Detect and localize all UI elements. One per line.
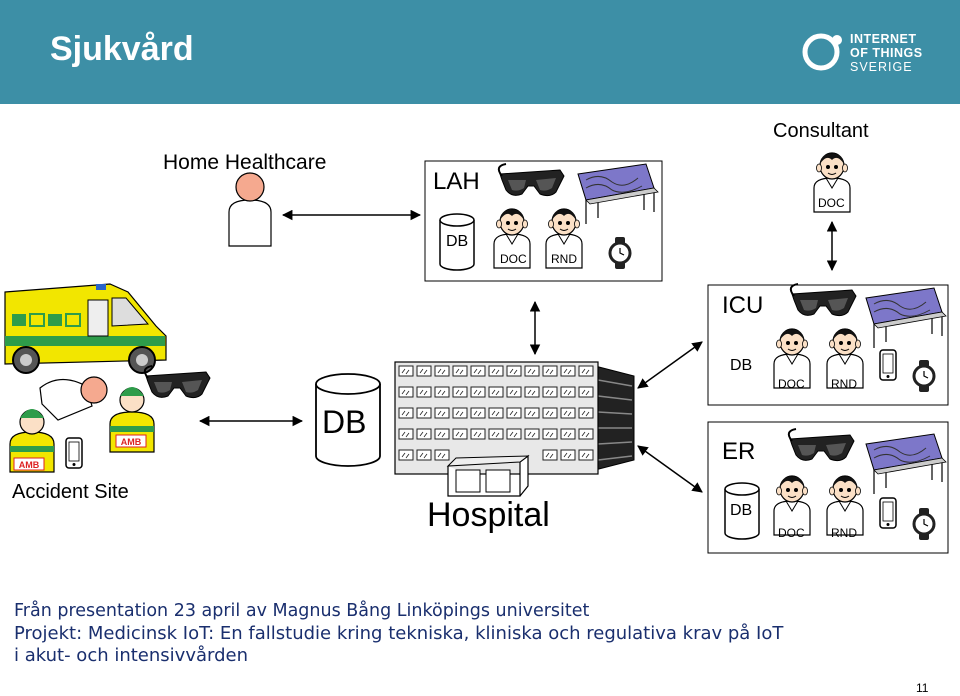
- consultant-label: Consultant: [773, 120, 869, 142]
- hospital-window: [560, 365, 576, 377]
- hospital-window: [488, 407, 504, 419]
- hospital-window: [398, 407, 414, 419]
- er-doc-tag: DOC: [778, 526, 805, 540]
- footer-line-2: Projekt: Medicinsk IoT: En fallstudie kr…: [14, 622, 784, 644]
- hospital-window: [452, 365, 468, 377]
- er-title: ER: [722, 438, 756, 465]
- hospital-window: [470, 386, 486, 398]
- hospital-window: [416, 407, 432, 419]
- hospital-window: [416, 386, 432, 398]
- hospital-window: [560, 449, 576, 461]
- hospital-window: [578, 449, 594, 461]
- icu-phone-icon: [879, 349, 897, 381]
- hospital-window: [398, 449, 414, 461]
- hospital-window: [434, 428, 450, 440]
- hospital-window: [524, 365, 540, 377]
- hospital-window: [488, 365, 504, 377]
- hospital-window: [524, 407, 540, 419]
- consultant-doc-tag: DOC: [818, 196, 845, 210]
- er-rnd-tag: RND: [831, 526, 857, 540]
- slide-header: Sjukvård INTERNET OF THINGS SVERIGE: [0, 0, 960, 104]
- lah-doc-tag: DOC: [500, 252, 527, 266]
- er-db-label: DB: [730, 502, 753, 519]
- hospital-window: [398, 428, 414, 440]
- icu-db-label: DB: [730, 357, 753, 374]
- arrow-hospital-icu: [637, 341, 703, 389]
- lah-title: LAH: [433, 168, 480, 195]
- hospital-window: [506, 407, 522, 419]
- logo-line-1: INTERNET: [850, 32, 917, 46]
- central-db-label: DB: [322, 404, 367, 440]
- home-patient-figure: [228, 172, 272, 247]
- icu-doc-tag: DOC: [778, 377, 805, 391]
- icu-rnd-tag: RND: [831, 377, 857, 391]
- lah-rnd-tag: RND: [551, 252, 577, 266]
- hospital-window: [578, 407, 594, 419]
- paramedic-1-figure: AMB: [9, 409, 55, 473]
- hospital-window: [488, 386, 504, 398]
- hospital-window: [542, 365, 558, 377]
- hospital-window: [524, 386, 540, 398]
- injured-patient-figure: [39, 376, 108, 421]
- slide-footer: Från presentation 23 april av Magnus Bån…: [14, 600, 954, 668]
- iot-sverige-logo: INTERNET OF THINGS SVERIGE: [800, 29, 950, 75]
- hospital-label: Hospital: [427, 496, 550, 534]
- hospital-window: [398, 365, 414, 377]
- icu-title: ICU: [722, 292, 764, 319]
- hospital-window: [542, 449, 558, 461]
- central-db-icon: [315, 373, 381, 467]
- healthcare-diagram: AMB AMB: [0, 104, 960, 574]
- logo-ring-icon: [802, 33, 842, 71]
- hospital-window: [524, 428, 540, 440]
- hospital-window: [416, 428, 432, 440]
- accident-smart-glasses-icon: [143, 365, 211, 399]
- hospital-window: [578, 365, 594, 377]
- footer-line-3: i akut- och intensivvården: [14, 645, 248, 666]
- amb-label-2: AMB: [121, 437, 142, 447]
- hospital-window: [506, 386, 522, 398]
- hospital-window: [434, 365, 450, 377]
- hospital-window: [578, 428, 594, 440]
- logo-line-2: OF THINGS: [850, 46, 923, 60]
- page-number: 11: [916, 681, 929, 695]
- diagram-graphics: AMB AMB: [4, 104, 949, 554]
- hospital-window: [452, 428, 468, 440]
- hospital-window: [560, 428, 576, 440]
- hospital-window: [506, 365, 522, 377]
- er-phone-icon: [879, 497, 897, 529]
- amb-label-1: AMB: [19, 460, 40, 470]
- logo-line-3: SVERIGE: [850, 60, 913, 74]
- hospital-window: [578, 386, 594, 398]
- ambulance-icon: [4, 283, 167, 374]
- hospital-window: [398, 386, 414, 398]
- accident-site-label: Accident Site: [12, 481, 129, 503]
- hospital-building-icon: [394, 361, 635, 497]
- lah-db-label: DB: [446, 233, 469, 250]
- hospital-window: [488, 428, 504, 440]
- paramedic-2-figure: AMB: [109, 387, 155, 453]
- hospital-window: [542, 428, 558, 440]
- hospital-window: [470, 407, 486, 419]
- hospital-window: [560, 407, 576, 419]
- hospital-window: [434, 449, 450, 461]
- hospital-window: [542, 407, 558, 419]
- hospital-window: [416, 449, 432, 461]
- hospital-window: [542, 386, 558, 398]
- hospital-window: [452, 386, 468, 398]
- slide-title: Sjukvård: [50, 30, 194, 68]
- footer-line-1: Från presentation 23 april av Magnus Bån…: [14, 601, 590, 621]
- hospital-window: [452, 407, 468, 419]
- hospital-window: [506, 428, 522, 440]
- hospital-window: [434, 386, 450, 398]
- hospital-window: [434, 407, 450, 419]
- arrow-hospital-er: [637, 445, 703, 493]
- hospital-window: [416, 365, 432, 377]
- hospital-window: [470, 365, 486, 377]
- hospital-window: [560, 386, 576, 398]
- accident-phone-icon: [65, 437, 83, 469]
- home-healthcare-label: Home Healthcare: [163, 151, 327, 174]
- logo-text: INTERNET OF THINGS SVERIGE: [850, 32, 923, 74]
- hospital-window: [470, 428, 486, 440]
